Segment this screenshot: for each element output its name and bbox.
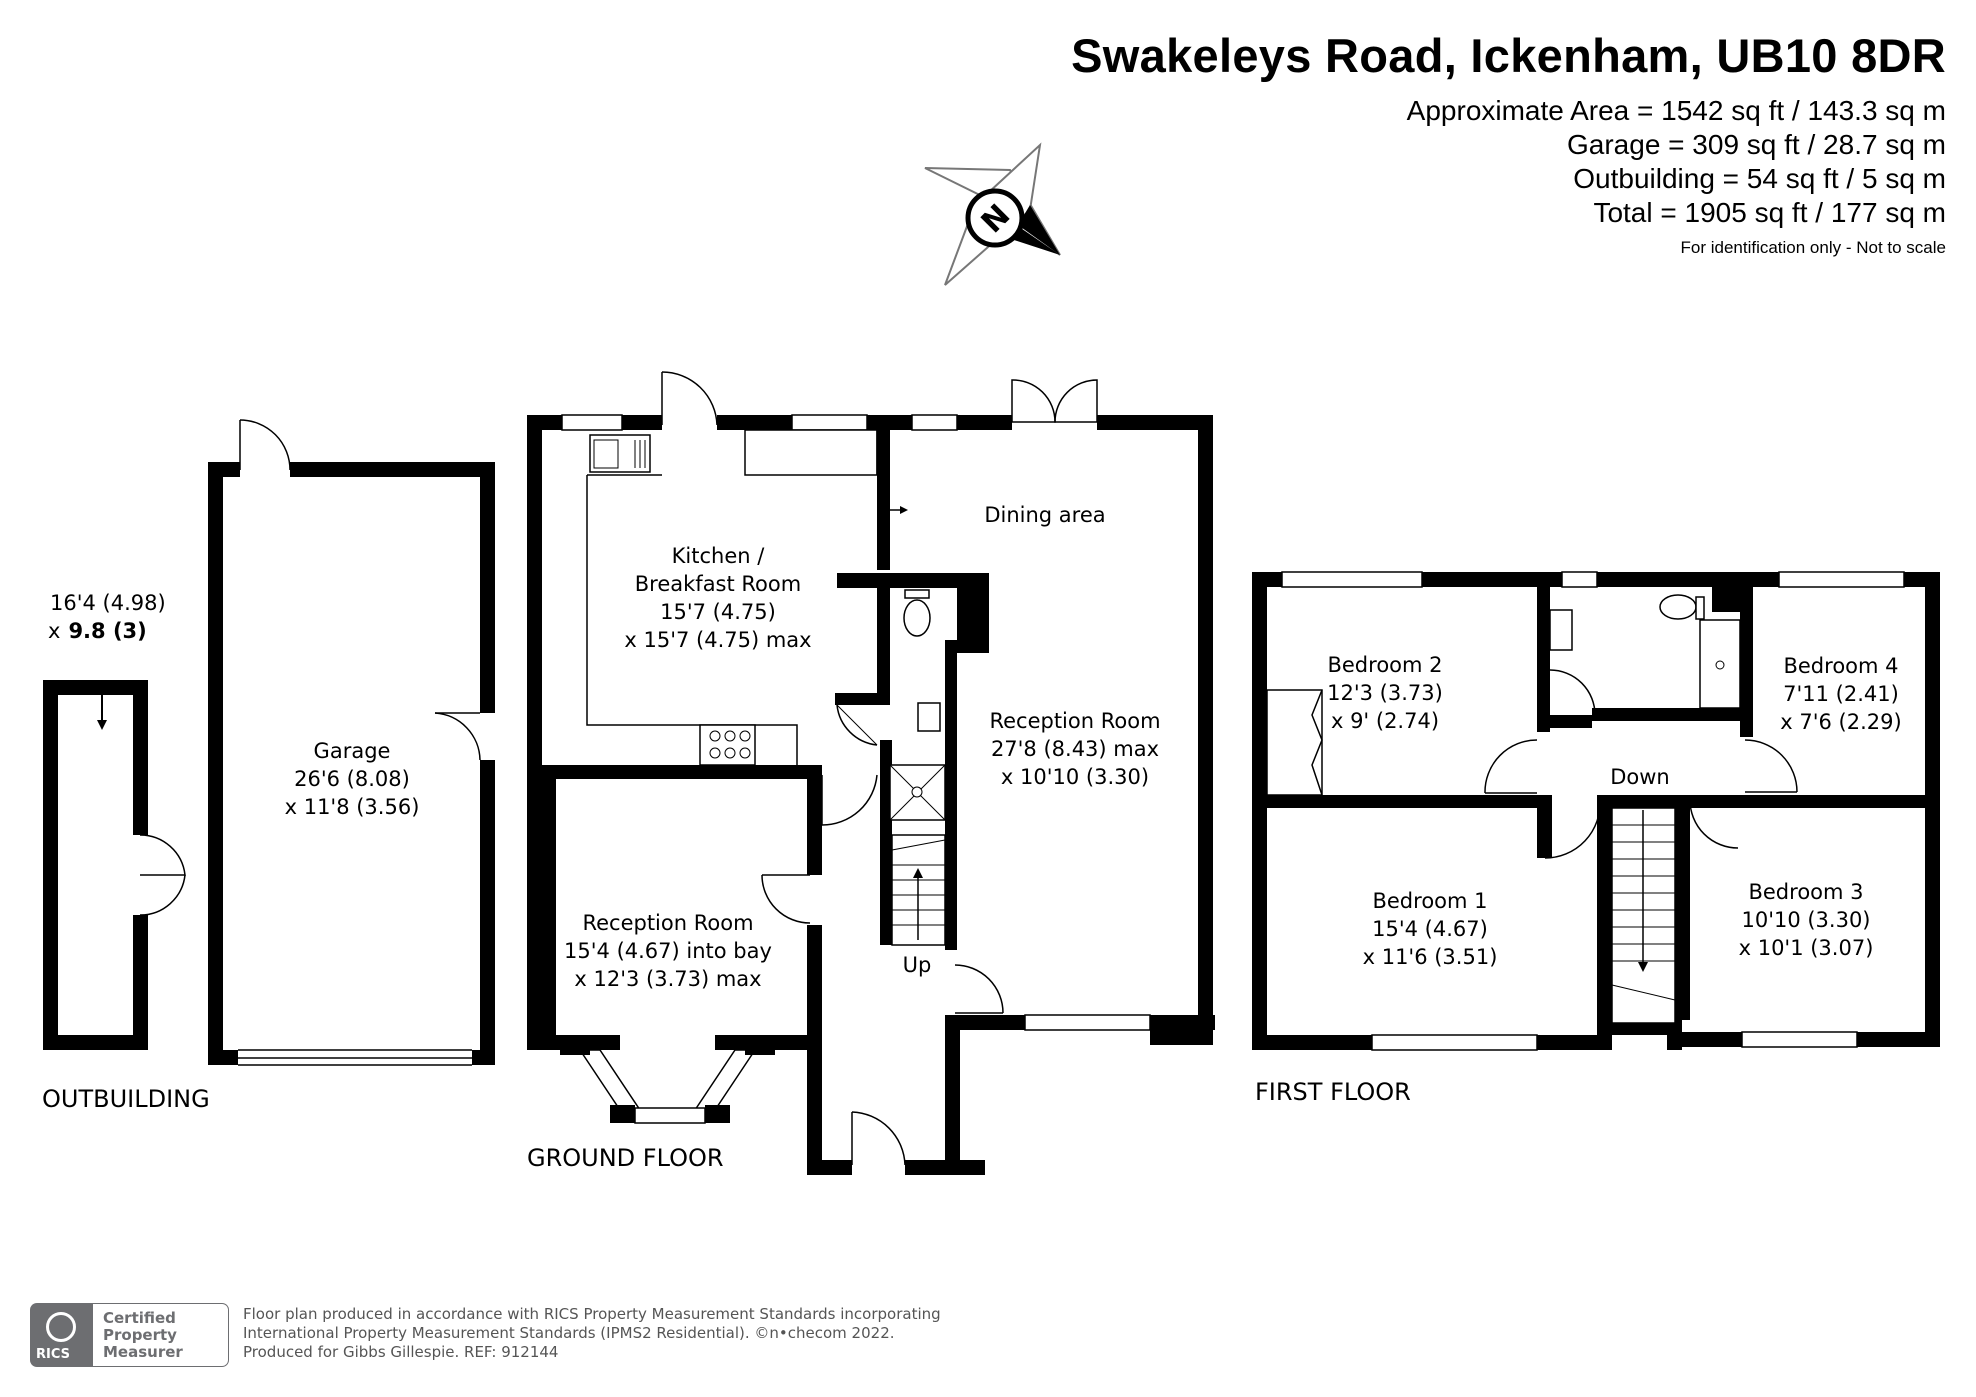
- footer-credits: Floor plan produced in accordance with R…: [243, 1305, 941, 1362]
- outbuilding-label: OUTBUILDING: [42, 1085, 210, 1113]
- outbuilding-dim2-prefix: x: [48, 619, 60, 643]
- reception-front-dim1: 15'4 (4.67) into bay: [564, 939, 772, 963]
- bedroom2-dim2: x 9' (2.74): [1331, 709, 1439, 733]
- dining-area-label: Dining area: [984, 503, 1105, 527]
- bedroom2-dim1: 12'3 (3.73): [1327, 681, 1443, 705]
- bedroom4-dim1: 7'11 (2.41): [1783, 682, 1899, 706]
- area-garage: Garage = 309 sq ft / 28.7 sq m: [1567, 129, 1946, 160]
- bedroom3-dim1: 10'10 (3.30): [1741, 908, 1870, 932]
- kitchen-name-line1: Kitchen /: [672, 544, 766, 568]
- rics-certified-badge: RICS Certified Property Measurer: [30, 1303, 230, 1367]
- garage-dim1: 26'6 (8.08): [294, 767, 410, 791]
- bedroom1-dim1: 15'4 (4.67): [1372, 917, 1488, 941]
- outbuilding-dim2-value: 9.8 (3): [68, 619, 146, 643]
- first-floor-plan: [1252, 571, 1940, 1051]
- badge-line-3: Measurer: [103, 1343, 183, 1361]
- ground-floor-plan: [527, 371, 1215, 1175]
- area-approximate: Approximate Area = 1542 sq ft / 143.3 sq…: [1406, 95, 1946, 126]
- bedroom3-dim2: x 10'1 (3.07): [1739, 936, 1874, 960]
- badge-line-2: Property: [103, 1326, 177, 1344]
- garage-dim2: x 11'8 (3.56): [285, 795, 420, 819]
- stairs-down-label: Down: [1610, 765, 1670, 789]
- area-summary: Approximate Area = 1542 sq ft / 143.3 sq…: [1407, 94, 1946, 230]
- footer-line-2: International Property Measurement Stand…: [243, 1324, 895, 1342]
- outbuilding-dim1: 16'4 (4.98): [50, 591, 166, 615]
- area-total: Total = 1905 sq ft / 177 sq m: [1593, 197, 1946, 228]
- kitchen-dim2: x 15'7 (4.75) max: [624, 628, 811, 652]
- first-floor-label: FIRST FLOOR: [1255, 1078, 1411, 1106]
- lion-icon: [46, 1312, 76, 1342]
- footer-line-3: Produced for Gibbs Gillespie. REF: 91214…: [243, 1343, 559, 1361]
- badge-line-1: Certified: [103, 1309, 176, 1327]
- stairs-up-label: Up: [903, 953, 932, 977]
- reception-back-name: Reception Room: [989, 709, 1160, 733]
- reception-front-name: Reception Room: [582, 911, 753, 935]
- plan-title: Swakeleys Road, Ickenham, UB10 8DR: [1071, 29, 1946, 82]
- rics-certified-text: Certified Property Measurer: [93, 1303, 229, 1367]
- outbuilding: [43, 680, 186, 1050]
- ground-floor-label: GROUND FLOOR: [527, 1144, 724, 1172]
- footer-line-1: Floor plan produced in accordance with R…: [243, 1305, 941, 1323]
- bedroom4-dim2: x 7'6 (2.29): [1780, 710, 1901, 734]
- area-outbuilding: Outbuilding = 54 sq ft / 5 sq m: [1573, 163, 1946, 194]
- garage-name: Garage: [314, 739, 391, 763]
- bedroom1-dim2: x 11'6 (3.51): [1363, 945, 1498, 969]
- rics-logo: RICS: [30, 1303, 93, 1367]
- kitchen-dim1: 15'7 (4.75): [660, 600, 776, 624]
- kitchen-name-line2: Breakfast Room: [635, 572, 801, 596]
- disclaimer: For identification only - Not to scale: [1680, 238, 1946, 257]
- bedroom4-name: Bedroom 4: [1783, 654, 1898, 678]
- bedroom2-name: Bedroom 2: [1327, 653, 1442, 677]
- reception-back-dim1: 27'8 (8.43) max: [991, 737, 1159, 761]
- rics-word: RICS: [36, 1347, 70, 1362]
- outbuilding-dim2: x 9.8 (3): [48, 619, 147, 643]
- garage: [208, 419, 495, 1066]
- reception-back-dim2: x 10'10 (3.30): [1001, 765, 1149, 789]
- compass-rose-icon: N: [924, 142, 1061, 286]
- reception-front-dim2: x 12'3 (3.73) max: [574, 967, 761, 991]
- bedroom1-name: Bedroom 1: [1372, 889, 1487, 913]
- bedroom3-name: Bedroom 3: [1748, 880, 1863, 904]
